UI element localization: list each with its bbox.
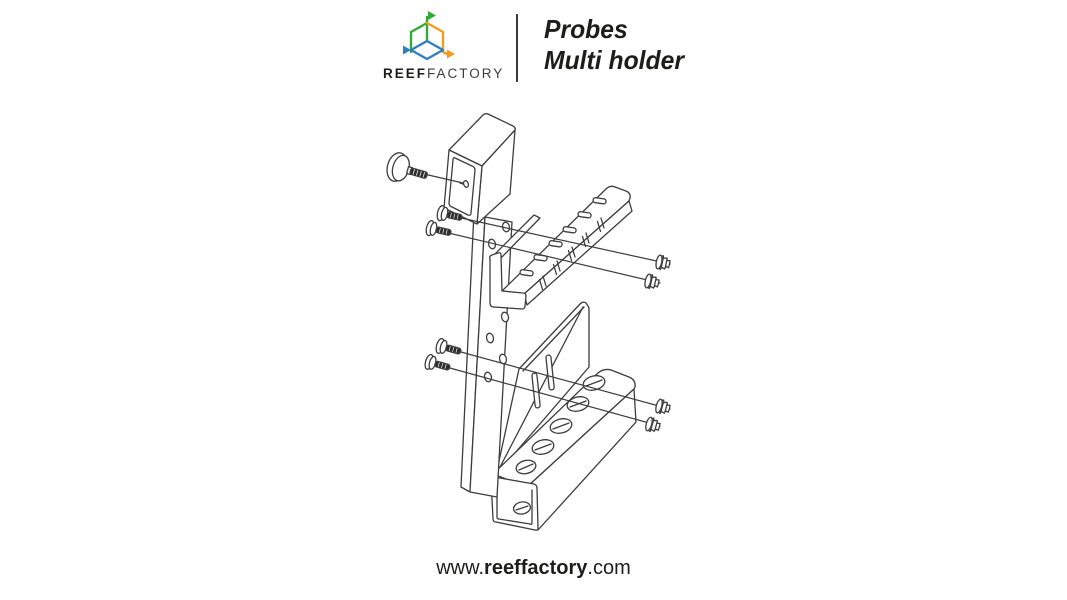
- comb-slots: [519, 197, 607, 291]
- channel-back-fin: [495, 301, 590, 476]
- upper-screw-axis-1: [451, 215, 671, 265]
- probe-holes: [512, 375, 606, 515]
- probe-channel-bracket: [490, 301, 637, 531]
- star-wing-nut-lower-1: [655, 398, 671, 415]
- comb-end-L-face: [489, 252, 527, 310]
- hook-front-face: [443, 149, 483, 225]
- thumb-screw: [386, 152, 428, 182]
- url-prefix: www.: [436, 557, 485, 579]
- brand-name-factory: FACTORY: [427, 66, 505, 81]
- screw-axes: [423, 173, 671, 427]
- mounting-hook-bracket: [443, 113, 516, 225]
- thumb-screw-axis: [423, 173, 464, 184]
- countersunk-screw-upper-2: [425, 220, 452, 237]
- lower-screw-axis-2: [438, 364, 661, 427]
- logo-orange-arrow: [425, 21, 455, 59]
- brand-name-reef: REEF: [383, 66, 428, 81]
- countersunk-screw-lower-2: [424, 353, 451, 371]
- star-wing-nut-lower-2: [645, 416, 661, 433]
- star-wing-nut-upper-1: [655, 254, 671, 271]
- clamp-screw-tip: [462, 180, 470, 188]
- reef-factory-logo-icon: [403, 11, 455, 61]
- logo-blue-arrow: [403, 39, 445, 61]
- countersunk-screw-upper-1: [436, 205, 463, 222]
- star-wing-nut-upper-2: [644, 273, 660, 290]
- upper-screw-axis-2: [439, 230, 661, 284]
- website-url: www.reeffactory.com: [0, 557, 1067, 580]
- lower-screw-axis-1: [449, 348, 671, 410]
- probe-comb-bracket: [489, 185, 633, 310]
- plate-holes: [483, 221, 511, 383]
- fin-slot: [545, 354, 555, 391]
- countersunk-screw-lower-1: [435, 337, 462, 355]
- header-divider: [516, 14, 518, 82]
- brand-wordmark: REEFFACTORY: [383, 66, 513, 81]
- url-domain: reeffactory: [484, 557, 588, 579]
- product-title: Probes Multi holder: [544, 14, 684, 76]
- url-suffix: .com: [587, 557, 631, 579]
- product-title-line1: Probes: [544, 14, 628, 44]
- comb-shelf-top: [501, 185, 631, 295]
- product-title-line2: Multi holder: [544, 45, 684, 75]
